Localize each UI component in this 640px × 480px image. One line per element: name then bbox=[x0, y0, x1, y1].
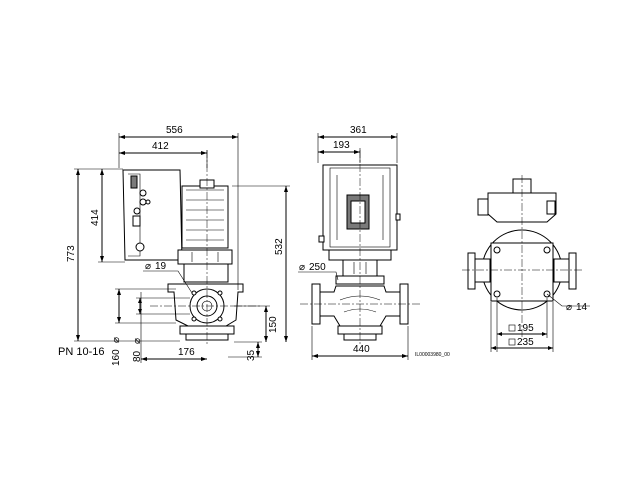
dim-square-outer: 235 bbox=[517, 337, 534, 348]
dim-motor-width: 412 bbox=[152, 141, 169, 152]
dim-hole-diameter-symbol: ⌀ bbox=[145, 261, 151, 272]
dim-overall-width: 556 bbox=[166, 125, 183, 136]
pump-housing bbox=[167, 283, 244, 341]
dim-total-height: 773 bbox=[66, 245, 77, 262]
dim-flange-outer-symbol: ⌀ bbox=[111, 337, 122, 343]
motor bbox=[181, 179, 229, 249]
top-view: ⌀ 14 195 235 bbox=[462, 175, 590, 352]
dim-height-to-port: 532 bbox=[274, 238, 285, 255]
pressure-rating: PN 10-16 bbox=[58, 346, 104, 358]
dim-shaft-diameter-symbol: ⌀ bbox=[299, 262, 305, 273]
dim-port-to-port: 440 bbox=[353, 344, 370, 355]
drawing-code: IL00003980_00 bbox=[415, 352, 450, 358]
dim-head-width: 361 bbox=[350, 125, 367, 136]
dim-flange-inner: 80 bbox=[132, 350, 143, 362]
dim-head-offset: 193 bbox=[333, 140, 350, 151]
control-head-top bbox=[477, 178, 557, 223]
dim-bolt-hole-symbol: ⌀ bbox=[566, 302, 572, 313]
front-view: 361 193 ⌀ 250 440 IL00003980_00 bbox=[298, 125, 450, 360]
dim-head-height: 414 bbox=[90, 209, 101, 226]
dim-flange-outer: 160 bbox=[111, 349, 122, 366]
dim-foot-height: 35 bbox=[246, 349, 257, 361]
control-head-front bbox=[318, 164, 401, 251]
dim-foot-offset: 176 bbox=[178, 347, 195, 358]
side-view: 556 412 773 414 532 150 35 176 ⌀ 19 bbox=[58, 125, 290, 366]
dim-port-center-height: 150 bbox=[268, 316, 279, 333]
coupling-housing bbox=[177, 249, 233, 283]
dim-flange-inner-symbol: ⌀ bbox=[132, 338, 143, 344]
control-head bbox=[122, 169, 183, 261]
dim-hole-diameter: 19 bbox=[155, 261, 167, 272]
dim-bolt-hole: 14 bbox=[576, 302, 588, 313]
dim-square-inner: 195 bbox=[517, 323, 534, 334]
dim-shaft-diameter: 250 bbox=[309, 262, 326, 273]
